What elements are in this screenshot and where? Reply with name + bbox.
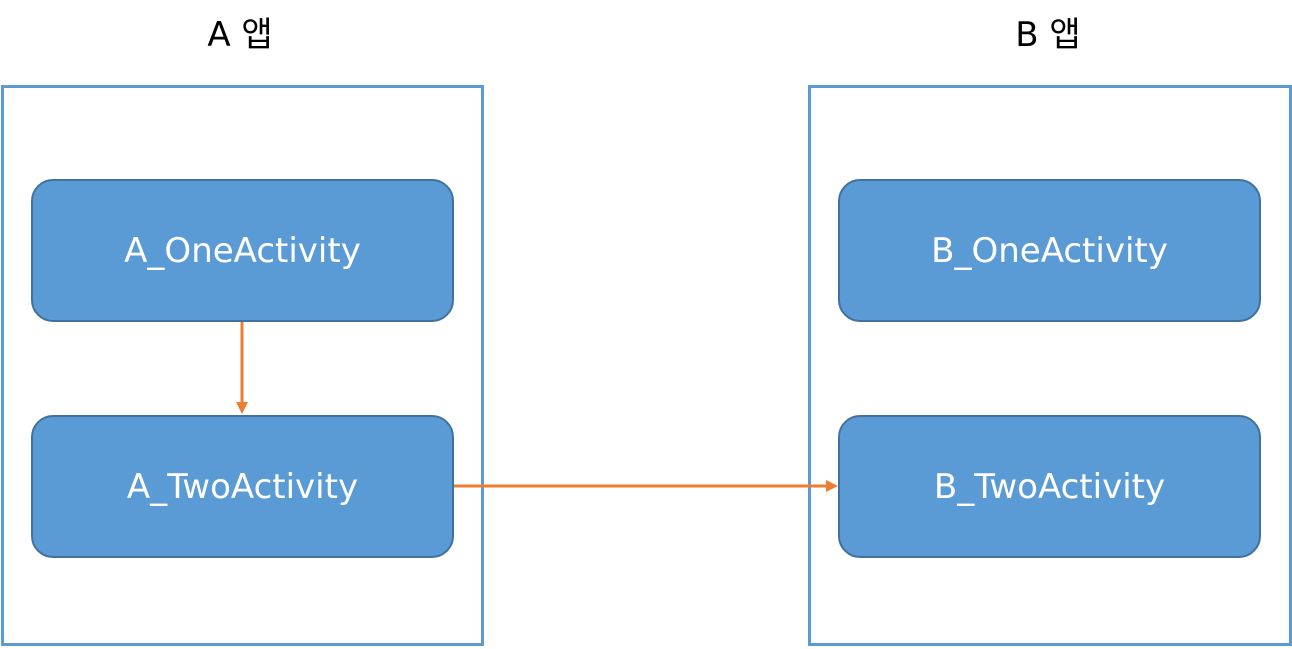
b-two-activity-node: B_TwoActivity <box>838 415 1261 558</box>
app-a-container <box>1 85 484 646</box>
a-one-activity-node: A_OneActivity <box>31 179 454 322</box>
b-one-activity-node: B_OneActivity <box>838 179 1261 322</box>
app-b-title: B 앱 <box>1015 15 1081 55</box>
app-a-title: A 앱 <box>207 15 273 55</box>
app-b-container <box>808 85 1292 646</box>
a-two-activity-node: A_TwoActivity <box>31 415 454 558</box>
